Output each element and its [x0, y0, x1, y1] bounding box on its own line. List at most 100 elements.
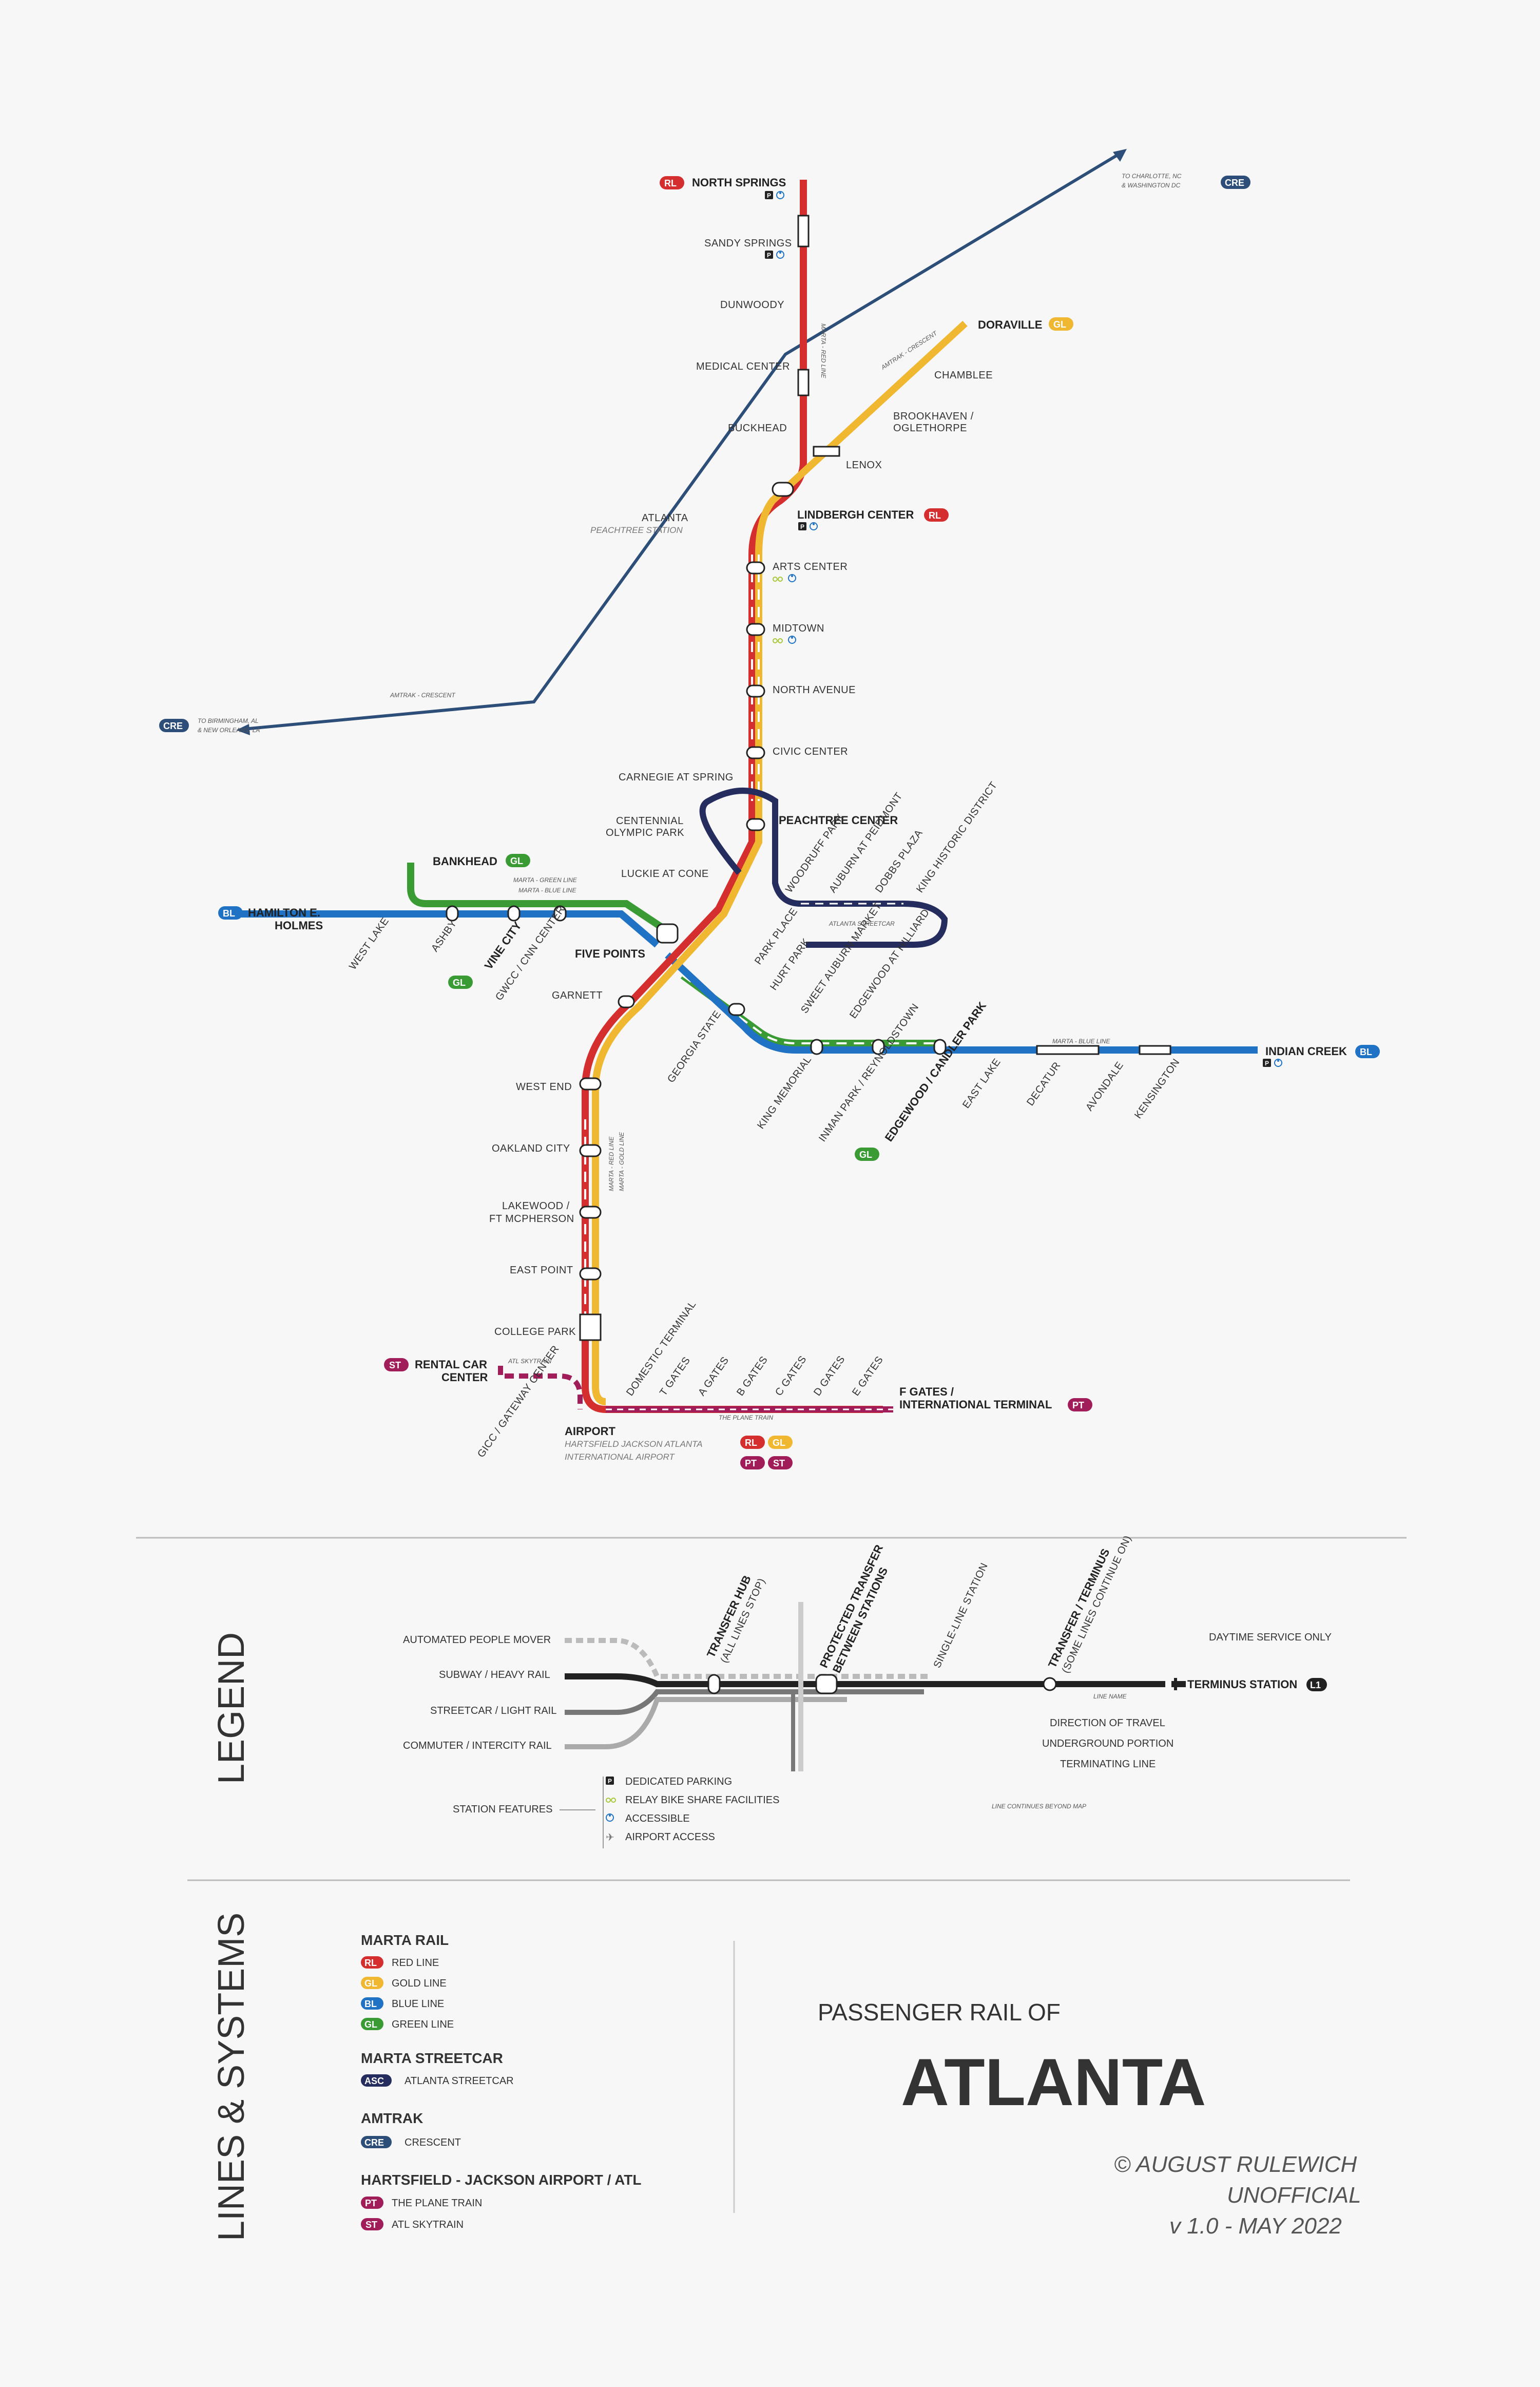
systems-st-badge: ST [361, 2218, 383, 2230]
badge-airport-rl: RL [740, 1436, 765, 1449]
label-centennial-2: OLYMPIC PARK [606, 827, 684, 838]
label-garnett: GARNETT [552, 990, 603, 1001]
systems-amtrak: AMTRAK [361, 2110, 423, 2126]
systems-title: LINES & SYSTEMS [211, 1913, 252, 2241]
legend-streetcar: STREETCAR / LIGHT RAIL [430, 1705, 556, 1716]
line-label-green: MARTA - GREEN LINE [513, 876, 578, 884]
title-credit: © AUGUST RULEWICH [1114, 2152, 1357, 2177]
accessible-icon [776, 251, 784, 259]
legend-streetcar-line [565, 1689, 924, 1715]
label-dunwoody: DUNWOODY [720, 299, 784, 311]
legend-commuter-line [565, 1697, 847, 1749]
badge-rental: ST [384, 1358, 409, 1371]
label-centennial-1: CENTENNIAL [616, 815, 684, 827]
svg-text:CRE: CRE [163, 721, 183, 731]
svg-text:L1: L1 [1310, 1680, 1321, 1690]
label-bankhead: BANKHEAD [433, 855, 497, 868]
label-hartsfield-2: INTERNATIONAL AIRPORT [565, 1452, 675, 1462]
external-birmingham-1: TO BIRMINGHAM, AL [198, 717, 259, 724]
label-north-springs: NORTH SPRINGS [692, 176, 786, 189]
systems-pt-badge: PT [361, 2197, 383, 2209]
badge-birmingham: CRE [159, 719, 189, 732]
systems-atlanta-streetcar: ATLANTA STREETCAR [405, 2075, 514, 2087]
line-label-blue-east: MARTA - BLUE LINE [1052, 1038, 1110, 1045]
station-markers [446, 215, 1171, 1341]
external-birmingham-2: & NEW ORLEANS, LA [198, 727, 260, 734]
label-e-gates: E GATES [850, 1354, 886, 1398]
label-west-end: WEST END [516, 1081, 572, 1093]
legend-l1-badge: L1 [1306, 1678, 1327, 1691]
svg-text:ST: ST [773, 1458, 785, 1468]
bike-icon [773, 577, 783, 582]
label-oakland-city: OAKLAND CITY [492, 1143, 570, 1154]
label-arts-center: ARTS CENTER [773, 561, 848, 572]
label-kensington: KENSINGTON [1132, 1057, 1182, 1121]
parking-icon [765, 191, 773, 199]
label-b-gates: B GATES [735, 1354, 770, 1398]
bike-icon [606, 1798, 616, 1803]
badge-charlotte: CRE [1221, 176, 1250, 189]
gold-line [592, 320, 968, 1405]
label-buckhead: BUCKHEAD [728, 423, 787, 434]
label-hamilton-1: HAMILTON E. [248, 906, 320, 919]
label-carnegie: CARNEGIE AT SPRING [619, 772, 734, 783]
label-decatur: DECATUR [1025, 1060, 1063, 1107]
accessible-icon [788, 574, 796, 582]
parking-icon [1263, 1059, 1271, 1067]
legend-commuter: COMMUTER / INTERCITY RAIL [403, 1740, 552, 1751]
accessible-icon [1274, 1059, 1282, 1067]
systems-gold: GOLD LINE [392, 1978, 447, 1989]
svg-text:PT: PT [745, 1458, 757, 1468]
legend-subway: SUBWAY / HEAVY RAIL [439, 1669, 550, 1681]
badge-indian-creek: BL [1355, 1045, 1380, 1058]
label-airport: AIRPORT [565, 1425, 616, 1438]
svg-text:BL: BL [1360, 1047, 1372, 1057]
label-civic-center: CIVIC CENTER [773, 746, 848, 757]
line-label-red-south: MARTA - RED LINE [608, 1136, 615, 1191]
label-f-gates-2: INTERNATIONAL TERMINAL [899, 1398, 1052, 1411]
label-f-gates-1: F GATES / [899, 1385, 954, 1398]
svg-text:ST: ST [389, 1360, 401, 1370]
label-georgia-state: GEORGIA STATE [665, 1008, 723, 1084]
amtrak-crescent-line [236, 149, 1127, 735]
badge-lindbergh: RL [924, 508, 949, 522]
label-avondale: AVONDALE [1084, 1060, 1126, 1113]
systems-rl-badge: RL [361, 1956, 383, 1969]
legend-parking: DEDICATED PARKING [625, 1776, 732, 1787]
line-label-plane-train: THE PLANE TRAIN [719, 1414, 773, 1421]
legend-underground: UNDERGROUND PORTION [1042, 1738, 1173, 1749]
label-domestic-terminal: DOMESTIC TERMINAL [624, 1299, 698, 1398]
legend-continues: LINE CONTINUES BEYOND MAP [992, 1803, 1086, 1810]
svg-text:RL: RL [929, 510, 941, 521]
external-charlotte-2: & WASHINGTON DC [1122, 182, 1181, 189]
legend-accessible: ACCESSIBLE [625, 1813, 690, 1824]
label-lakewood-2: FT MCPHERSON [489, 1213, 574, 1225]
svg-text:PT: PT [365, 2198, 377, 2208]
badge-airport-pt: PT [740, 1456, 765, 1469]
badge-vine-city: GL [448, 976, 473, 989]
systems-blue: BLUE LINE [392, 1998, 444, 2010]
label-indian-creek: INDIAN CREEK [1265, 1045, 1347, 1058]
legend-terminus-station: TERMINUS STATION [1187, 1678, 1297, 1691]
svg-text:GL: GL [453, 978, 466, 988]
legend-airport-access: AIRPORT ACCESS [625, 1831, 715, 1843]
label-hartsfield-1: HARTSFIELD JACKSON ATLANTA [565, 1439, 703, 1449]
label-king-historic: KING HISTORIC DISTRICT [914, 780, 999, 895]
title-unofficial: UNOFFICIAL [1227, 2183, 1361, 2208]
badge-f-gates: PT [1068, 1398, 1092, 1411]
svg-text:GL: GL [859, 1150, 872, 1160]
legend-subway-line [565, 1673, 1150, 1687]
label-king-memorial: KING MEMORIAL [755, 1054, 814, 1131]
systems-airport: HARTSFIELD - JACKSON AIRPORT / ATL [361, 2172, 642, 2188]
badge-north-springs: RL [660, 176, 684, 189]
label-peachtree-station: PEACHTREE STATION [590, 525, 683, 535]
legend-features-bracket [560, 1777, 604, 1848]
green-line [407, 863, 939, 1047]
systems-gl-badge: GL [361, 1977, 383, 1989]
label-ashby: ASHBY [429, 918, 459, 954]
label-five-points: FIVE POINTS [575, 947, 645, 960]
svg-text:RL: RL [364, 1958, 377, 1968]
legend-direction: DIRECTION OF TRAVEL [1050, 1717, 1165, 1729]
bike-icon [773, 638, 783, 643]
